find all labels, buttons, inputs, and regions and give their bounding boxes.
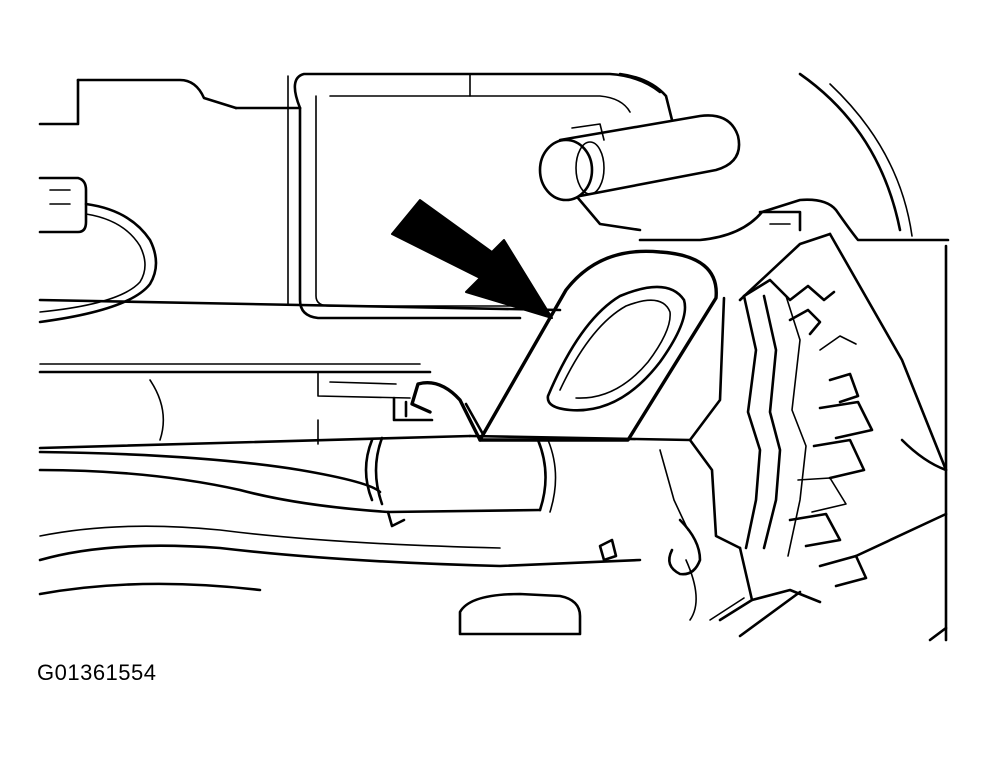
loop-bracket xyxy=(410,249,718,442)
right-module xyxy=(638,198,950,638)
bottom-features xyxy=(38,518,702,636)
outer-housing-arc xyxy=(798,72,948,642)
hose-tube xyxy=(538,114,741,232)
lower-pipe xyxy=(38,434,692,568)
figure-id-label: G01361554 xyxy=(37,660,157,685)
lower-bracket xyxy=(149,371,434,445)
left-connector xyxy=(38,176,158,324)
indicator-arrow xyxy=(391,199,553,319)
rail-bar xyxy=(38,298,562,494)
upper-housing xyxy=(38,72,674,320)
